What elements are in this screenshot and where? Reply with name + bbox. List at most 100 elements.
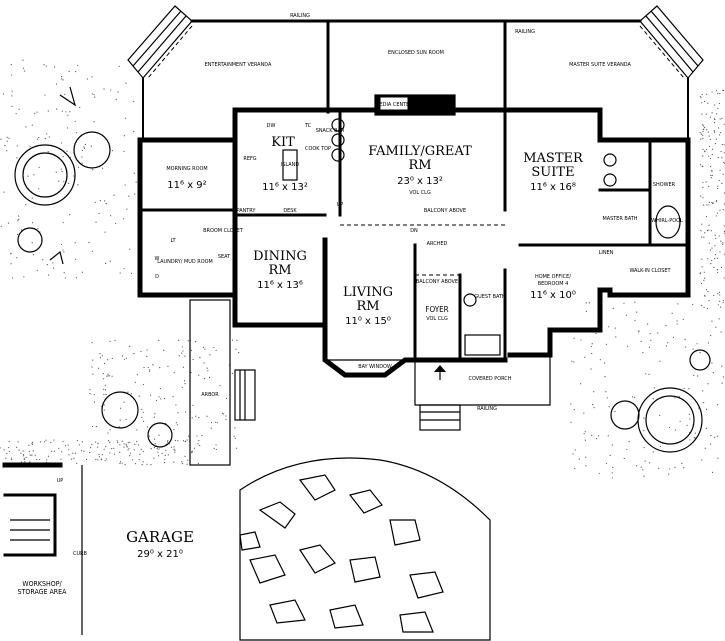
dining-label-2: RM bbox=[268, 263, 291, 278]
stipple-dot bbox=[719, 306, 722, 308]
stipple-dot bbox=[236, 339, 238, 342]
stipple-dot bbox=[25, 204, 27, 206]
stipple-dot bbox=[688, 413, 690, 415]
stipple-dot bbox=[714, 254, 717, 256]
stipple-dot bbox=[191, 450, 193, 452]
stipple-dot bbox=[184, 455, 186, 457]
stipple-dot bbox=[717, 156, 719, 159]
stipple-dot bbox=[6, 150, 8, 152]
stipple-dot bbox=[611, 477, 614, 479]
stipple-dot bbox=[6, 136, 8, 138]
stipple-dot bbox=[719, 92, 721, 95]
stipple-dot bbox=[66, 150, 68, 152]
stipple-dot bbox=[708, 300, 710, 302]
stipple-dot bbox=[116, 441, 119, 443]
stipple-dot bbox=[646, 323, 649, 325]
stipple-dot bbox=[129, 452, 131, 454]
stipple-dot bbox=[94, 96, 96, 98]
stipple-dot bbox=[707, 342, 710, 344]
stipple-dot bbox=[701, 165, 703, 167]
stipple-dot bbox=[123, 401, 125, 403]
stipple-dot bbox=[125, 443, 127, 445]
stipple-dot bbox=[711, 247, 713, 249]
stipple-dot bbox=[608, 406, 610, 408]
stipple-dot bbox=[701, 459, 703, 461]
stipple-dot bbox=[10, 263, 12, 265]
stipple-dot bbox=[722, 242, 724, 244]
stipple-dot bbox=[81, 441, 84, 443]
stipple-dot bbox=[584, 439, 586, 441]
stipple-dot bbox=[141, 464, 143, 466]
stipple-dot bbox=[181, 352, 183, 354]
stipple-dot bbox=[11, 95, 13, 97]
stipple-dot bbox=[93, 121, 95, 123]
stipple-dot bbox=[723, 376, 725, 378]
stipple-dot bbox=[719, 118, 721, 120]
stipple-dot bbox=[109, 429, 111, 431]
garage-dim: 29⁰ x 21⁰ bbox=[137, 549, 183, 560]
stipple-dot bbox=[679, 420, 681, 422]
stipple-dot bbox=[123, 358, 125, 360]
stipple-dot bbox=[69, 214, 71, 216]
tree-group-left bbox=[14, 86, 711, 453]
stipple-dot bbox=[44, 138, 46, 140]
stipple-dot bbox=[25, 126, 27, 128]
stipple-dot bbox=[121, 462, 123, 464]
stipple-dot bbox=[104, 262, 107, 265]
stipple-dot bbox=[61, 110, 63, 112]
stipple-dot bbox=[111, 375, 113, 377]
stipple-dot bbox=[611, 444, 613, 446]
stipple-dot bbox=[75, 70, 77, 73]
stipple-dot bbox=[83, 450, 85, 452]
stipple-dot bbox=[709, 249, 712, 251]
stipple-dot bbox=[127, 391, 129, 393]
stipple-dot bbox=[100, 458, 102, 460]
stipple-dot bbox=[97, 459, 99, 461]
stipple-dot bbox=[139, 453, 141, 455]
stipple-dot bbox=[708, 135, 710, 137]
annotations: RAILING RAILING RAILING ARCHED BALCONY A… bbox=[57, 13, 683, 557]
stipple-dot bbox=[73, 457, 75, 459]
stipple-dot bbox=[133, 352, 135, 355]
dryer-label: D bbox=[155, 274, 159, 280]
stipple-dot bbox=[149, 369, 151, 371]
stipple-dot bbox=[209, 354, 211, 356]
stipple-dot bbox=[598, 435, 600, 437]
stipple-dot bbox=[39, 458, 41, 461]
stipple-dot bbox=[107, 375, 109, 377]
stipple-dot bbox=[142, 411, 144, 413]
stipple-dot bbox=[706, 229, 709, 232]
stipple-dot bbox=[22, 59, 24, 61]
stipple-dot bbox=[56, 108, 58, 110]
stipple-dot bbox=[213, 346, 215, 349]
stipple-dot bbox=[674, 466, 676, 468]
walls bbox=[137, 94, 691, 378]
balcony-above-label: BALCONY ABOVE bbox=[416, 279, 458, 285]
stipple-dot bbox=[694, 437, 696, 439]
stipple-dot bbox=[108, 375, 111, 377]
stipple-dot bbox=[46, 459, 48, 461]
stipple-dot bbox=[128, 195, 130, 197]
stipple-dot bbox=[113, 453, 116, 455]
stipple-dot bbox=[11, 105, 13, 107]
stipple-dot bbox=[216, 422, 218, 424]
stipple-dot bbox=[184, 383, 186, 385]
stipple-dot bbox=[10, 253, 12, 255]
stipple-dot bbox=[705, 427, 708, 429]
stipple-dot bbox=[153, 457, 155, 459]
railing-label: RAILING bbox=[477, 406, 497, 412]
stipple-dot bbox=[91, 250, 94, 252]
pantry-label: PANTRY bbox=[237, 208, 257, 214]
stipple-dot bbox=[29, 461, 31, 463]
stipple-dot bbox=[590, 368, 592, 370]
stipple-dot bbox=[153, 438, 156, 440]
stipple-dot bbox=[659, 414, 661, 417]
stipple-dot bbox=[583, 433, 585, 435]
stipple-dot bbox=[714, 104, 716, 106]
family-room-note: VOL CLG bbox=[409, 190, 431, 196]
stipple-dot bbox=[158, 434, 160, 436]
stipple-dot bbox=[648, 346, 650, 348]
covered-porch-label: COVERED PORCH bbox=[469, 376, 512, 382]
master-suite-dim: 11⁶ x 16⁸ bbox=[530, 182, 576, 193]
stipple-dot bbox=[99, 353, 101, 355]
